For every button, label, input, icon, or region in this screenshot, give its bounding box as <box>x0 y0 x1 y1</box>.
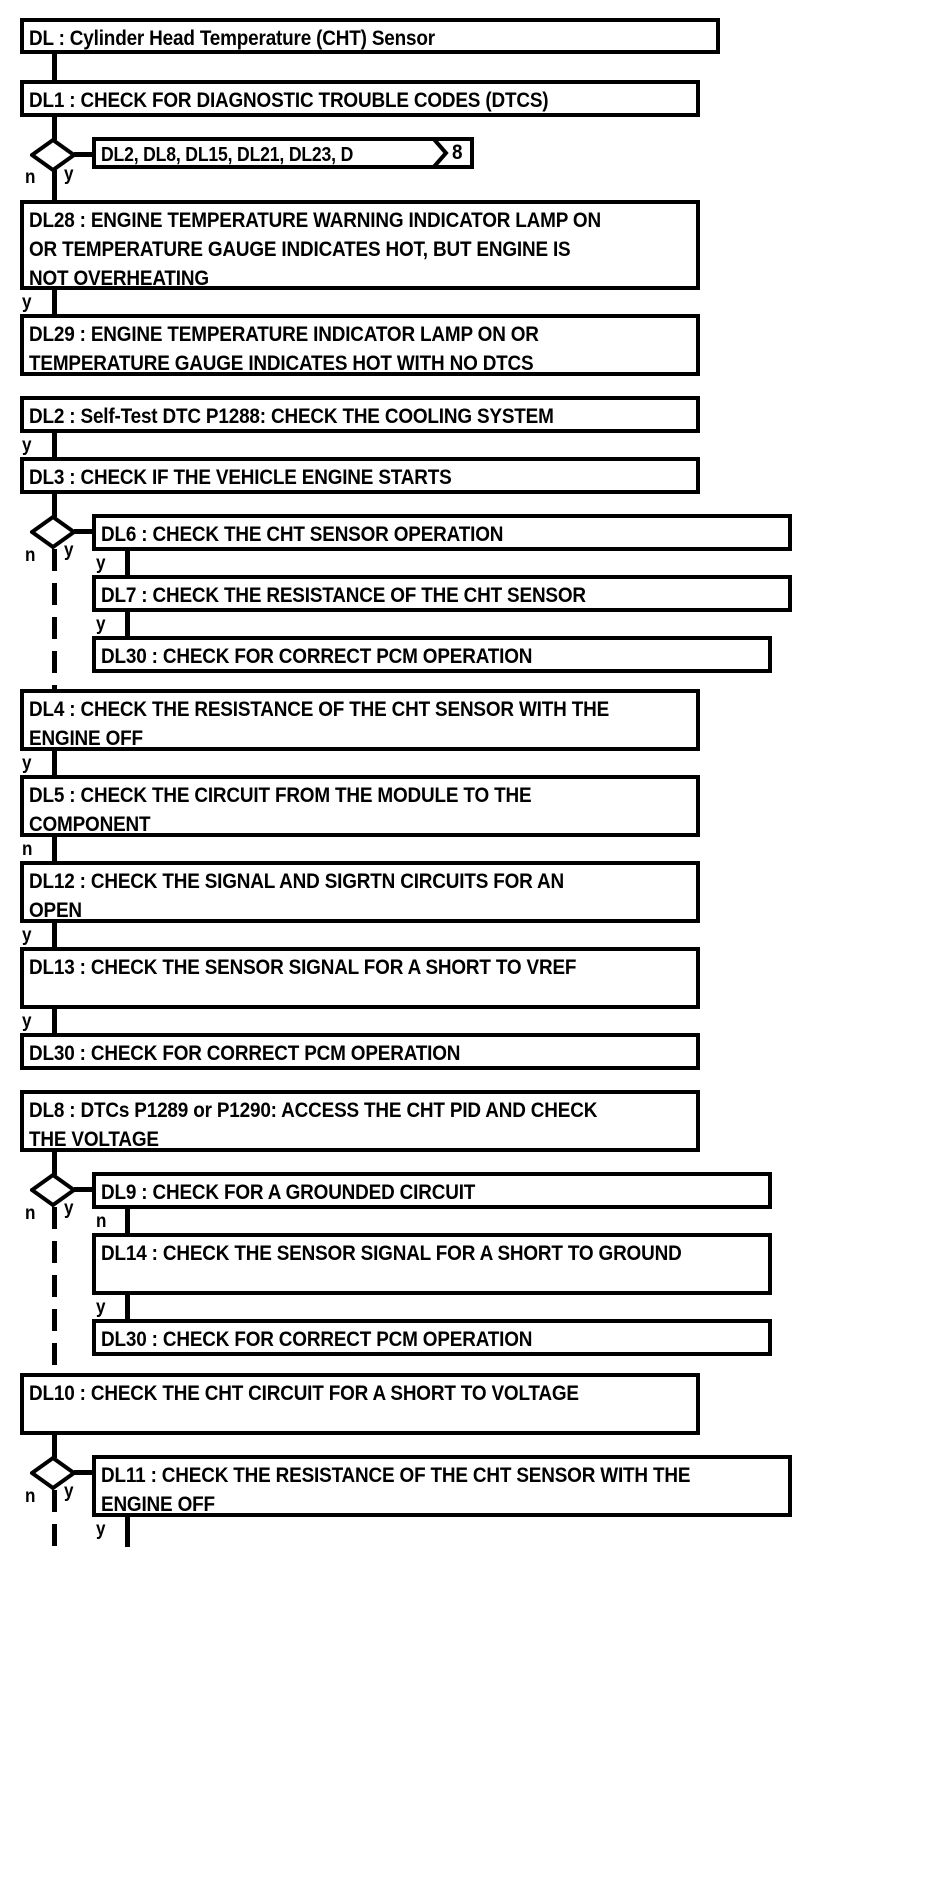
node-dl8-label: DL8 : DTCs P1289 or P1290: ACCESS THE CH… <box>29 1098 598 1151</box>
node-dl-code-list[interactable]: DL2, DL8, DL15, DL21, DL23, D <box>92 137 474 169</box>
connector-dl5-to-dl12 <box>52 837 57 863</box>
connector-dl7-to-dl30a <box>125 612 130 638</box>
node-dl2-label: DL2 : Self-Test DTC P1288: CHECK THE COO… <box>29 404 554 428</box>
branch-label-y-dl13: y <box>22 1011 32 1032</box>
connector-dl4-to-dl5 <box>52 751 57 777</box>
connector-decision3-n-dashed <box>52 1207 57 1375</box>
node-dl-code-list-tail: 8 <box>452 141 463 164</box>
node-dl8[interactable]: DL8 : DTCs P1289 or P1290: ACCESS THE CH… <box>20 1090 700 1152</box>
node-dl5-label: DL5 : CHECK THE CIRCUIT FROM THE MODULE … <box>29 783 532 836</box>
node-dl10[interactable]: DL10 : CHECK THE CHT CIRCUIT FOR A SHORT… <box>20 1373 700 1435</box>
connector-decision1-n-to-dl28 <box>52 170 57 202</box>
node-dl14-label: DL14 : CHECK THE SENSOR SIGNAL FOR A SHO… <box>101 1241 682 1265</box>
decision-diamond-dl3[interactable] <box>30 515 76 549</box>
branch-label-y-dl11: y <box>96 1519 106 1540</box>
branch-label-y-dl6: y <box>96 553 106 574</box>
connector-dl28-to-dl29 <box>52 290 57 316</box>
connector-decision4-to-dl11 <box>74 1470 96 1475</box>
connector-decision2-n-dashed <box>52 549 57 691</box>
node-dl30-a-label: DL30 : CHECK FOR CORRECT PCM OPERATION <box>101 644 533 668</box>
branch-label-n-dl10: n <box>25 1486 36 1507</box>
branch-label-n-dl5: n <box>22 839 33 860</box>
branch-label-y-dl12: y <box>22 925 32 946</box>
node-dl30-a[interactable]: DL30 : CHECK FOR CORRECT PCM OPERATION <box>92 636 772 673</box>
node-dl12-label: DL12 : CHECK THE SIGNAL AND SIGRTN CIRCU… <box>29 869 564 922</box>
node-dl1[interactable]: DL1 : CHECK FOR DIAGNOSTIC TROUBLE CODES… <box>20 80 700 117</box>
connector-dl8-to-decision3 <box>52 1152 57 1175</box>
branch-label-y-dl14: y <box>96 1297 106 1318</box>
branch-label-n-dl9: n <box>96 1211 107 1232</box>
branch-label-y-dl4: y <box>22 753 32 774</box>
branch-label-y-dl1: y <box>64 164 74 185</box>
node-dl5[interactable]: DL5 : CHECK THE CIRCUIT FROM THE MODULE … <box>20 775 700 837</box>
connector-dl10-to-decision4 <box>52 1435 57 1458</box>
node-dl11[interactable]: DL11 : CHECK THE RESISTANCE OF THE CHT S… <box>92 1455 792 1517</box>
node-dl7[interactable]: DL7 : CHECK THE RESISTANCE OF THE CHT SE… <box>92 575 792 612</box>
node-dl7-label: DL7 : CHECK THE RESISTANCE OF THE CHT SE… <box>101 583 586 607</box>
node-dl3-label: DL3 : CHECK IF THE VEHICLE ENGINE STARTS <box>29 465 452 489</box>
branch-label-y-dl2: y <box>22 435 32 456</box>
branch-label-y-dl7: y <box>96 614 106 635</box>
branch-label-n-dl8: n <box>25 1203 36 1224</box>
connector-title-to-dl1 <box>52 54 57 80</box>
node-dl30-b-label: DL30 : CHECK FOR CORRECT PCM OPERATION <box>29 1041 461 1065</box>
node-dl9-label: DL9 : CHECK FOR A GROUNDED CIRCUIT <box>101 1180 476 1204</box>
connector-decision4-n-dashed <box>52 1490 57 1550</box>
node-dl1-label: DL1 : CHECK FOR DIAGNOSTIC TROUBLE CODES… <box>29 88 549 112</box>
node-dl3[interactable]: DL3 : CHECK IF THE VEHICLE ENGINE STARTS <box>20 457 700 494</box>
node-dl-title[interactable]: DL : Cylinder Head Temperature (CHT) Sen… <box>20 18 720 54</box>
node-dl29[interactable]: DL29 : ENGINE TEMPERATURE INDICATOR LAMP… <box>20 314 700 376</box>
node-dl-code-list-label: DL2, DL8, DL15, DL21, DL23, D <box>101 144 354 166</box>
connector-dl14-to-dl30c <box>125 1295 130 1321</box>
connector-dl2-to-dl3 <box>52 433 57 459</box>
node-dl11-label: DL11 : CHECK THE RESISTANCE OF THE CHT S… <box>101 1463 691 1516</box>
list-overflow-marker-icon <box>428 137 454 169</box>
node-dl29-label: DL29 : ENGINE TEMPERATURE INDICATOR LAMP… <box>29 322 539 375</box>
node-dl4[interactable]: DL4 : CHECK THE RESISTANCE OF THE CHT SE… <box>20 689 700 751</box>
node-dl30-c-label: DL30 : CHECK FOR CORRECT PCM OPERATION <box>101 1327 533 1351</box>
connector-dl13-to-dl30b <box>52 1009 57 1035</box>
connector-dl9-to-dl14 <box>125 1209 130 1235</box>
branch-label-y-dl8: y <box>64 1198 74 1219</box>
branch-label-n-dl3: n <box>25 545 36 566</box>
node-dl28[interactable]: DL28 : ENGINE TEMPERATURE WARNING INDICA… <box>20 200 700 290</box>
branch-label-y-dl3: y <box>64 540 74 561</box>
node-dl9[interactable]: DL9 : CHECK FOR A GROUNDED CIRCUIT <box>92 1172 772 1209</box>
node-dl2[interactable]: DL2 : Self-Test DTC P1288: CHECK THE COO… <box>20 396 700 433</box>
node-dl10-label: DL10 : CHECK THE CHT CIRCUIT FOR A SHORT… <box>29 1381 579 1405</box>
connector-decision1-to-list <box>74 152 96 157</box>
connector-decision3-to-dl9 <box>74 1187 96 1192</box>
node-dl13-label: DL13 : CHECK THE SENSOR SIGNAL FOR A SHO… <box>29 955 577 979</box>
branch-label-n-dl1: n <box>25 167 36 188</box>
node-dl12[interactable]: DL12 : CHECK THE SIGNAL AND SIGRTN CIRCU… <box>20 861 700 923</box>
branch-label-y-dl10: y <box>64 1481 74 1502</box>
node-dl6-label: DL6 : CHECK THE CHT SENSOR OPERATION <box>101 522 504 546</box>
node-dl-title-label: DL : Cylinder Head Temperature (CHT) Sen… <box>29 26 435 50</box>
connector-dl3-to-decision2 <box>52 494 57 517</box>
node-dl13[interactable]: DL13 : CHECK THE SENSOR SIGNAL FOR A SHO… <box>20 947 700 1009</box>
node-dl4-label: DL4 : CHECK THE RESISTANCE OF THE CHT SE… <box>29 697 610 750</box>
connector-decision2-to-dl6 <box>74 529 96 534</box>
node-dl30-c[interactable]: DL30 : CHECK FOR CORRECT PCM OPERATION <box>92 1319 772 1356</box>
node-dl28-label: DL28 : ENGINE TEMPERATURE WARNING INDICA… <box>29 208 601 290</box>
branch-label-y-dl28: y <box>22 292 32 313</box>
decision-diamond-dl8[interactable] <box>30 1173 76 1207</box>
decision-diamond-dl10[interactable] <box>30 1456 76 1490</box>
node-dl30-b[interactable]: DL30 : CHECK FOR CORRECT PCM OPERATION <box>20 1033 700 1070</box>
connector-dl6-to-dl7 <box>125 551 130 577</box>
connector-dl1-to-decision1 <box>52 117 57 140</box>
connector-dl12-to-dl13 <box>52 923 57 949</box>
node-dl6[interactable]: DL6 : CHECK THE CHT SENSOR OPERATION <box>92 514 792 551</box>
connector-dl11-down <box>125 1517 130 1547</box>
node-dl14[interactable]: DL14 : CHECK THE SENSOR SIGNAL FOR A SHO… <box>92 1233 772 1295</box>
